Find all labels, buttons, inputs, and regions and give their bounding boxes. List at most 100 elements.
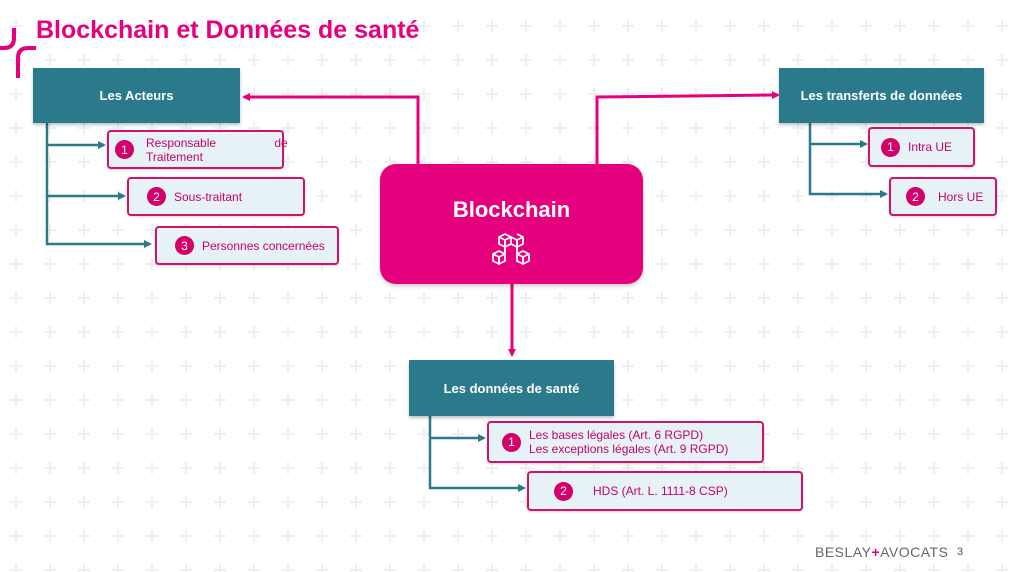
bg-plus-icon: [418, 292, 430, 304]
bg-plus-icon: [860, 190, 872, 202]
bg-plus-icon: [452, 54, 464, 66]
bg-plus-icon: [996, 190, 1008, 202]
bg-plus-icon: [724, 326, 736, 338]
bg-plus-icon: [282, 122, 294, 134]
bg-plus-icon: [282, 564, 294, 572]
bg-plus-icon: [10, 88, 22, 100]
bg-plus-icon: [656, 326, 668, 338]
bg-plus-icon: [316, 462, 328, 474]
bg-plus-icon: [78, 326, 90, 338]
bg-plus-icon: [826, 54, 838, 66]
bg-plus-icon: [282, 54, 294, 66]
bg-plus-icon: [486, 20, 498, 32]
bg-plus-icon: [384, 326, 396, 338]
bg-plus-icon: [384, 530, 396, 542]
bg-plus-icon: [146, 360, 158, 372]
bg-plus-icon: [792, 428, 804, 440]
bg-plus-icon: [860, 326, 872, 338]
bg-plus-icon: [690, 258, 702, 270]
bg-plus-icon: [384, 394, 396, 406]
bg-plus-icon: [316, 292, 328, 304]
bg-plus-icon: [248, 394, 260, 406]
item-number-badge: 1: [881, 137, 900, 157]
bg-plus-icon: [452, 326, 464, 338]
bg-plus-icon: [180, 462, 192, 474]
bg-plus-icon: [316, 326, 328, 338]
bg-plus-icon: [656, 530, 668, 542]
bg-plus-icon: [418, 156, 430, 168]
bg-plus-icon: [588, 530, 600, 542]
bg-plus-icon: [350, 292, 362, 304]
bg-plus-icon: [350, 20, 362, 32]
item-label-line1: Les bases légales (Art. 6 RGPD): [529, 428, 704, 442]
bg-plus-icon: [724, 360, 736, 372]
bg-plus-icon: [10, 224, 22, 236]
bg-plus-icon: [792, 20, 804, 32]
item-label-line2: Les exceptions légales (Art. 9 RGPD): [529, 442, 729, 456]
bg-plus-icon: [248, 496, 260, 508]
bg-plus-icon: [656, 54, 668, 66]
item-label-line2: Traitement: [146, 149, 203, 164]
bg-plus-icon: [44, 564, 56, 572]
bg-plus-icon: [112, 360, 124, 372]
bg-plus-icon: [724, 20, 736, 32]
bg-plus-icon: [928, 462, 940, 474]
bg-plus-icon: [44, 54, 56, 66]
bg-plus-icon: [758, 190, 770, 202]
bg-plus-icon: [112, 258, 124, 270]
bg-plus-icon: [554, 156, 566, 168]
bg-plus-icon: [792, 224, 804, 236]
bg-plus-icon: [690, 564, 702, 572]
bg-plus-icon: [622, 530, 634, 542]
bg-plus-icon: [384, 496, 396, 508]
acteur-item-sous-traitant: 2 Sous-traitant: [127, 177, 305, 216]
bg-plus-icon: [894, 496, 906, 508]
bg-plus-icon: [78, 292, 90, 304]
bg-plus-icon: [894, 20, 906, 32]
bg-plus-icon: [622, 462, 634, 474]
bg-plus-icon: [146, 258, 158, 270]
bg-plus-icon: [78, 54, 90, 66]
bg-plus-icon: [894, 428, 906, 440]
bg-plus-icon: [180, 20, 192, 32]
bg-plus-icon: [418, 88, 430, 100]
transferts-header: Les transferts de données: [779, 68, 984, 123]
bg-plus-icon: [894, 564, 906, 572]
bg-plus-icon: [996, 326, 1008, 338]
bg-plus-icon: [588, 20, 600, 32]
bg-plus-icon: [826, 360, 838, 372]
bg-plus-icon: [826, 190, 838, 202]
bg-plus-icon: [792, 54, 804, 66]
bg-plus-icon: [656, 190, 668, 202]
bg-plus-icon: [554, 20, 566, 32]
bg-plus-icon: [180, 292, 192, 304]
bg-plus-icon: [962, 326, 974, 338]
bg-plus-icon: [282, 88, 294, 100]
bg-plus-icon: [622, 564, 634, 572]
bg-plus-icon: [180, 326, 192, 338]
bg-plus-icon: [996, 564, 1008, 572]
bg-plus-icon: [146, 462, 158, 474]
bg-plus-icon: [690, 122, 702, 134]
bg-plus-icon: [792, 156, 804, 168]
brand-left: BESLAY: [815, 544, 872, 560]
bg-plus-icon: [214, 326, 226, 338]
bg-plus-icon: [112, 122, 124, 134]
bg-plus-icon: [622, 394, 634, 406]
bg-plus-icon: [894, 258, 906, 270]
bg-plus-icon: [350, 462, 362, 474]
bg-plus-icon: [10, 530, 22, 542]
bg-plus-icon: [282, 360, 294, 372]
item-number-badge: 2: [906, 187, 925, 206]
bg-plus-icon: [860, 224, 872, 236]
item-number-badge: 2: [147, 187, 166, 206]
bg-plus-icon: [758, 462, 770, 474]
bg-plus-icon: [996, 20, 1008, 32]
bg-plus-icon: [690, 326, 702, 338]
bg-plus-icon: [248, 122, 260, 134]
bg-plus-icon: [520, 564, 532, 572]
bg-plus-icon: [962, 20, 974, 32]
bg-plus-icon: [350, 326, 362, 338]
bg-plus-icon: [78, 564, 90, 572]
bg-plus-icon: [452, 530, 464, 542]
